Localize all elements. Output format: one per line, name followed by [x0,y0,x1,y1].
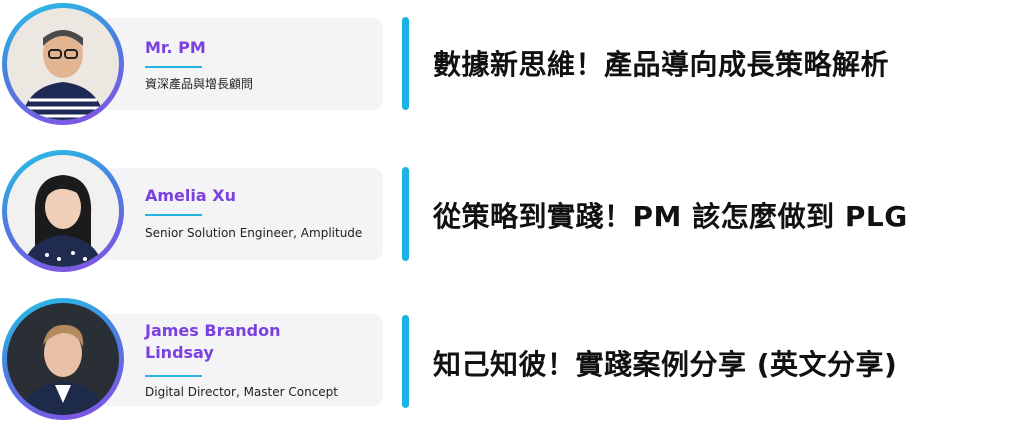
speaker-photo [7,303,119,415]
talk-title: 從策略到實踐！PM 該怎麼做到 PLG [433,200,908,233]
divider-bar [402,315,409,408]
speaker-card [100,18,383,110]
speaker-card [100,168,383,260]
speaker-row: James Brandon Lindsay Digital Director, … [0,296,1024,426]
speaker-photo [7,155,119,267]
speaker-avatar [2,3,124,125]
talk-title: 知己知彼！實踐案例分享 (英文分享) [433,348,898,381]
speaker-role: Digital Director, Master Concept [145,385,338,399]
speaker-photo [7,8,119,120]
speaker-role: Senior Solution Engineer, Amplitude [145,226,363,240]
speaker-name: Mr. PM [145,38,206,57]
name-underline [145,375,202,377]
talk-title: 數據新思維！產品導向成長策略解析 [433,48,890,81]
speaker-role: 資深產品與增長顧問 [145,77,254,91]
speaker-row: Mr. PM 資深產品與增長顧問 數據新思維！產品導向成長策略解析 [0,0,1024,130]
divider-bar [402,17,409,110]
speaker-name: James Brandon Lindsay [145,321,281,362]
speaker-name: Amelia Xu [145,186,236,205]
divider-bar [402,167,409,261]
speaker-avatar [2,298,124,420]
speaker-row: Amelia Xu Senior Solution Engineer, Ampl… [0,148,1024,278]
speaker-card [100,314,383,406]
name-underline [145,66,202,68]
speaker-avatar [2,150,124,272]
name-underline [145,214,202,216]
